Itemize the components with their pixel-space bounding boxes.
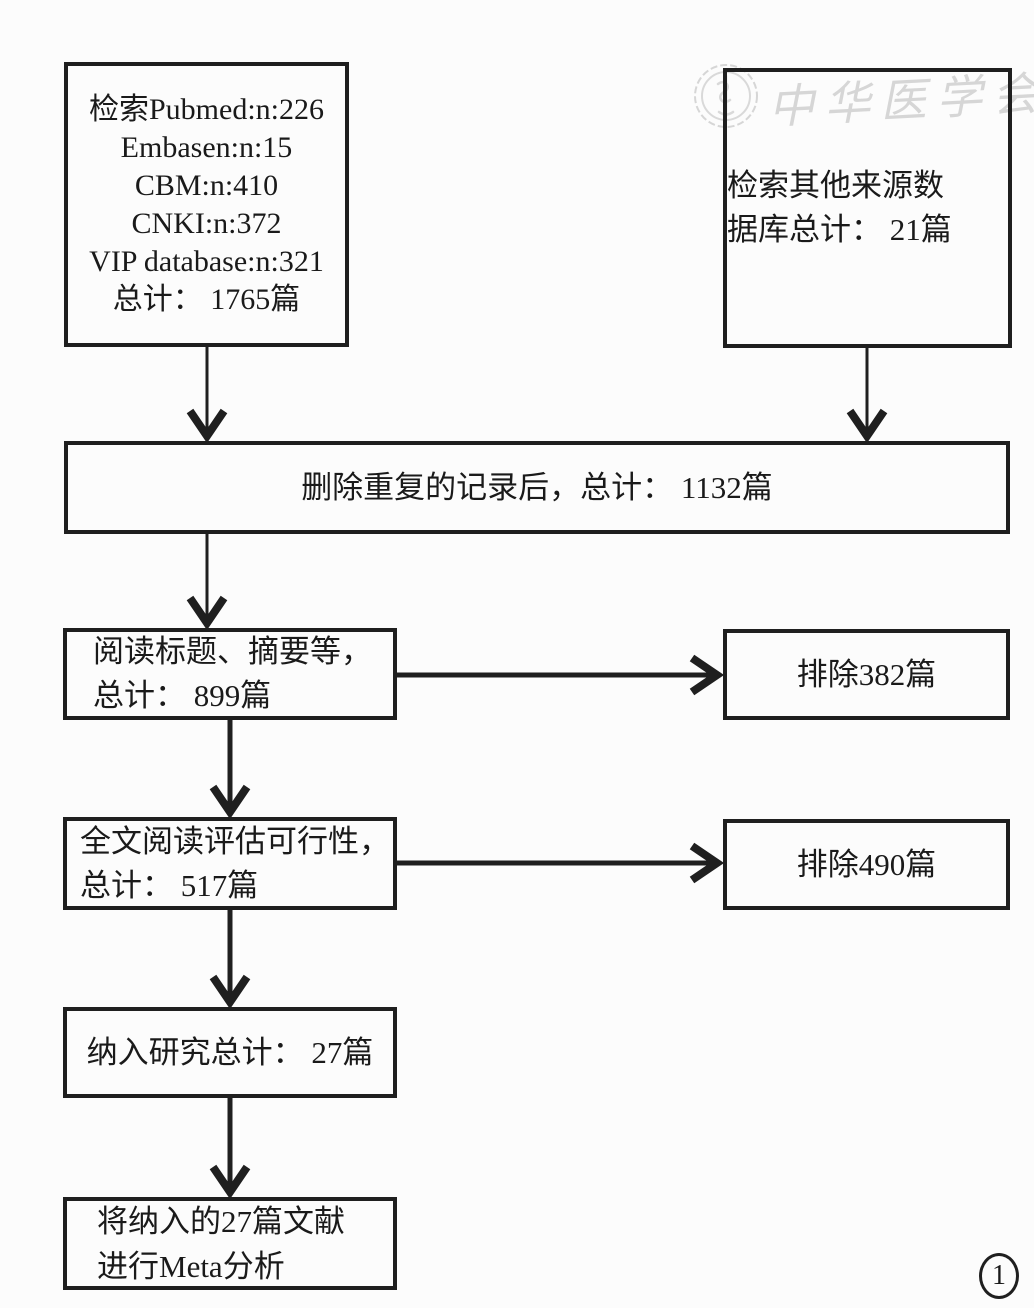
box-excluded-full-text: 排除490篇	[723, 819, 1010, 910]
box-line: 总计： 899篇	[93, 678, 272, 713]
box-line: 进行Meta分析	[97, 1248, 285, 1284]
box-line: CBM:n:410	[134, 168, 279, 202]
figure-number-badge: 1	[979, 1253, 1019, 1299]
box-search-databases: 检索Pubmed:n:226 Embasen:n:15 CBM:n:410 CN…	[64, 62, 349, 347]
box-line: 总计： 1765篇	[112, 282, 301, 316]
box-line: 删除重复的记录后，总计： 1132篇	[301, 469, 773, 505]
box-full-text-assessment: 全文阅读评估可行性， 总计： 517篇	[63, 817, 397, 910]
box-included-studies: 纳入研究总计： 27篇	[63, 1007, 397, 1098]
arrow-down-icon	[845, 348, 889, 441]
box-other-sources: 检索其他来源数 据库总计： 21篇	[723, 68, 1012, 348]
box-line: 全文阅读评估可行性，	[80, 823, 390, 859]
box-excluded-title-abstract: 排除382篇	[723, 629, 1010, 720]
arrow-down-icon	[185, 534, 229, 628]
box-line: VIP database:n:321	[89, 244, 324, 278]
figure-number: 1	[992, 1260, 1006, 1291]
box-deduplicated: 删除重复的记录后，总计： 1132篇	[64, 441, 1010, 534]
box-line: CNKI:n:372	[131, 206, 282, 240]
box-line: 将纳入的27篇文献	[97, 1203, 345, 1239]
arrow-right-icon	[397, 841, 723, 885]
box-line: 检索其他来源数	[727, 168, 944, 203]
box-meta-analysis: 将纳入的27篇文献 进行Meta分析	[63, 1197, 397, 1290]
box-line: 检索Pubmed:n:226	[88, 92, 324, 126]
box-line: 排除382篇	[796, 656, 937, 692]
box-line: 纳入研究总计： 27篇	[86, 1034, 374, 1070]
arrow-down-icon	[185, 347, 229, 441]
arrow-down-icon	[208, 910, 252, 1007]
box-line: Embasen:n:15	[120, 130, 293, 164]
box-line: 总计： 517篇	[80, 867, 259, 903]
box-line: 阅读标题、摘要等，	[93, 634, 372, 669]
box-title-abstract-screening: 阅读标题、摘要等， 总计： 899篇	[63, 628, 397, 720]
box-line: 排除490篇	[796, 846, 937, 882]
arrow-down-icon	[208, 1098, 252, 1197]
box-line: 据库总计： 21篇	[727, 212, 952, 247]
arrow-down-icon	[208, 720, 252, 817]
arrow-right-icon	[397, 653, 723, 697]
